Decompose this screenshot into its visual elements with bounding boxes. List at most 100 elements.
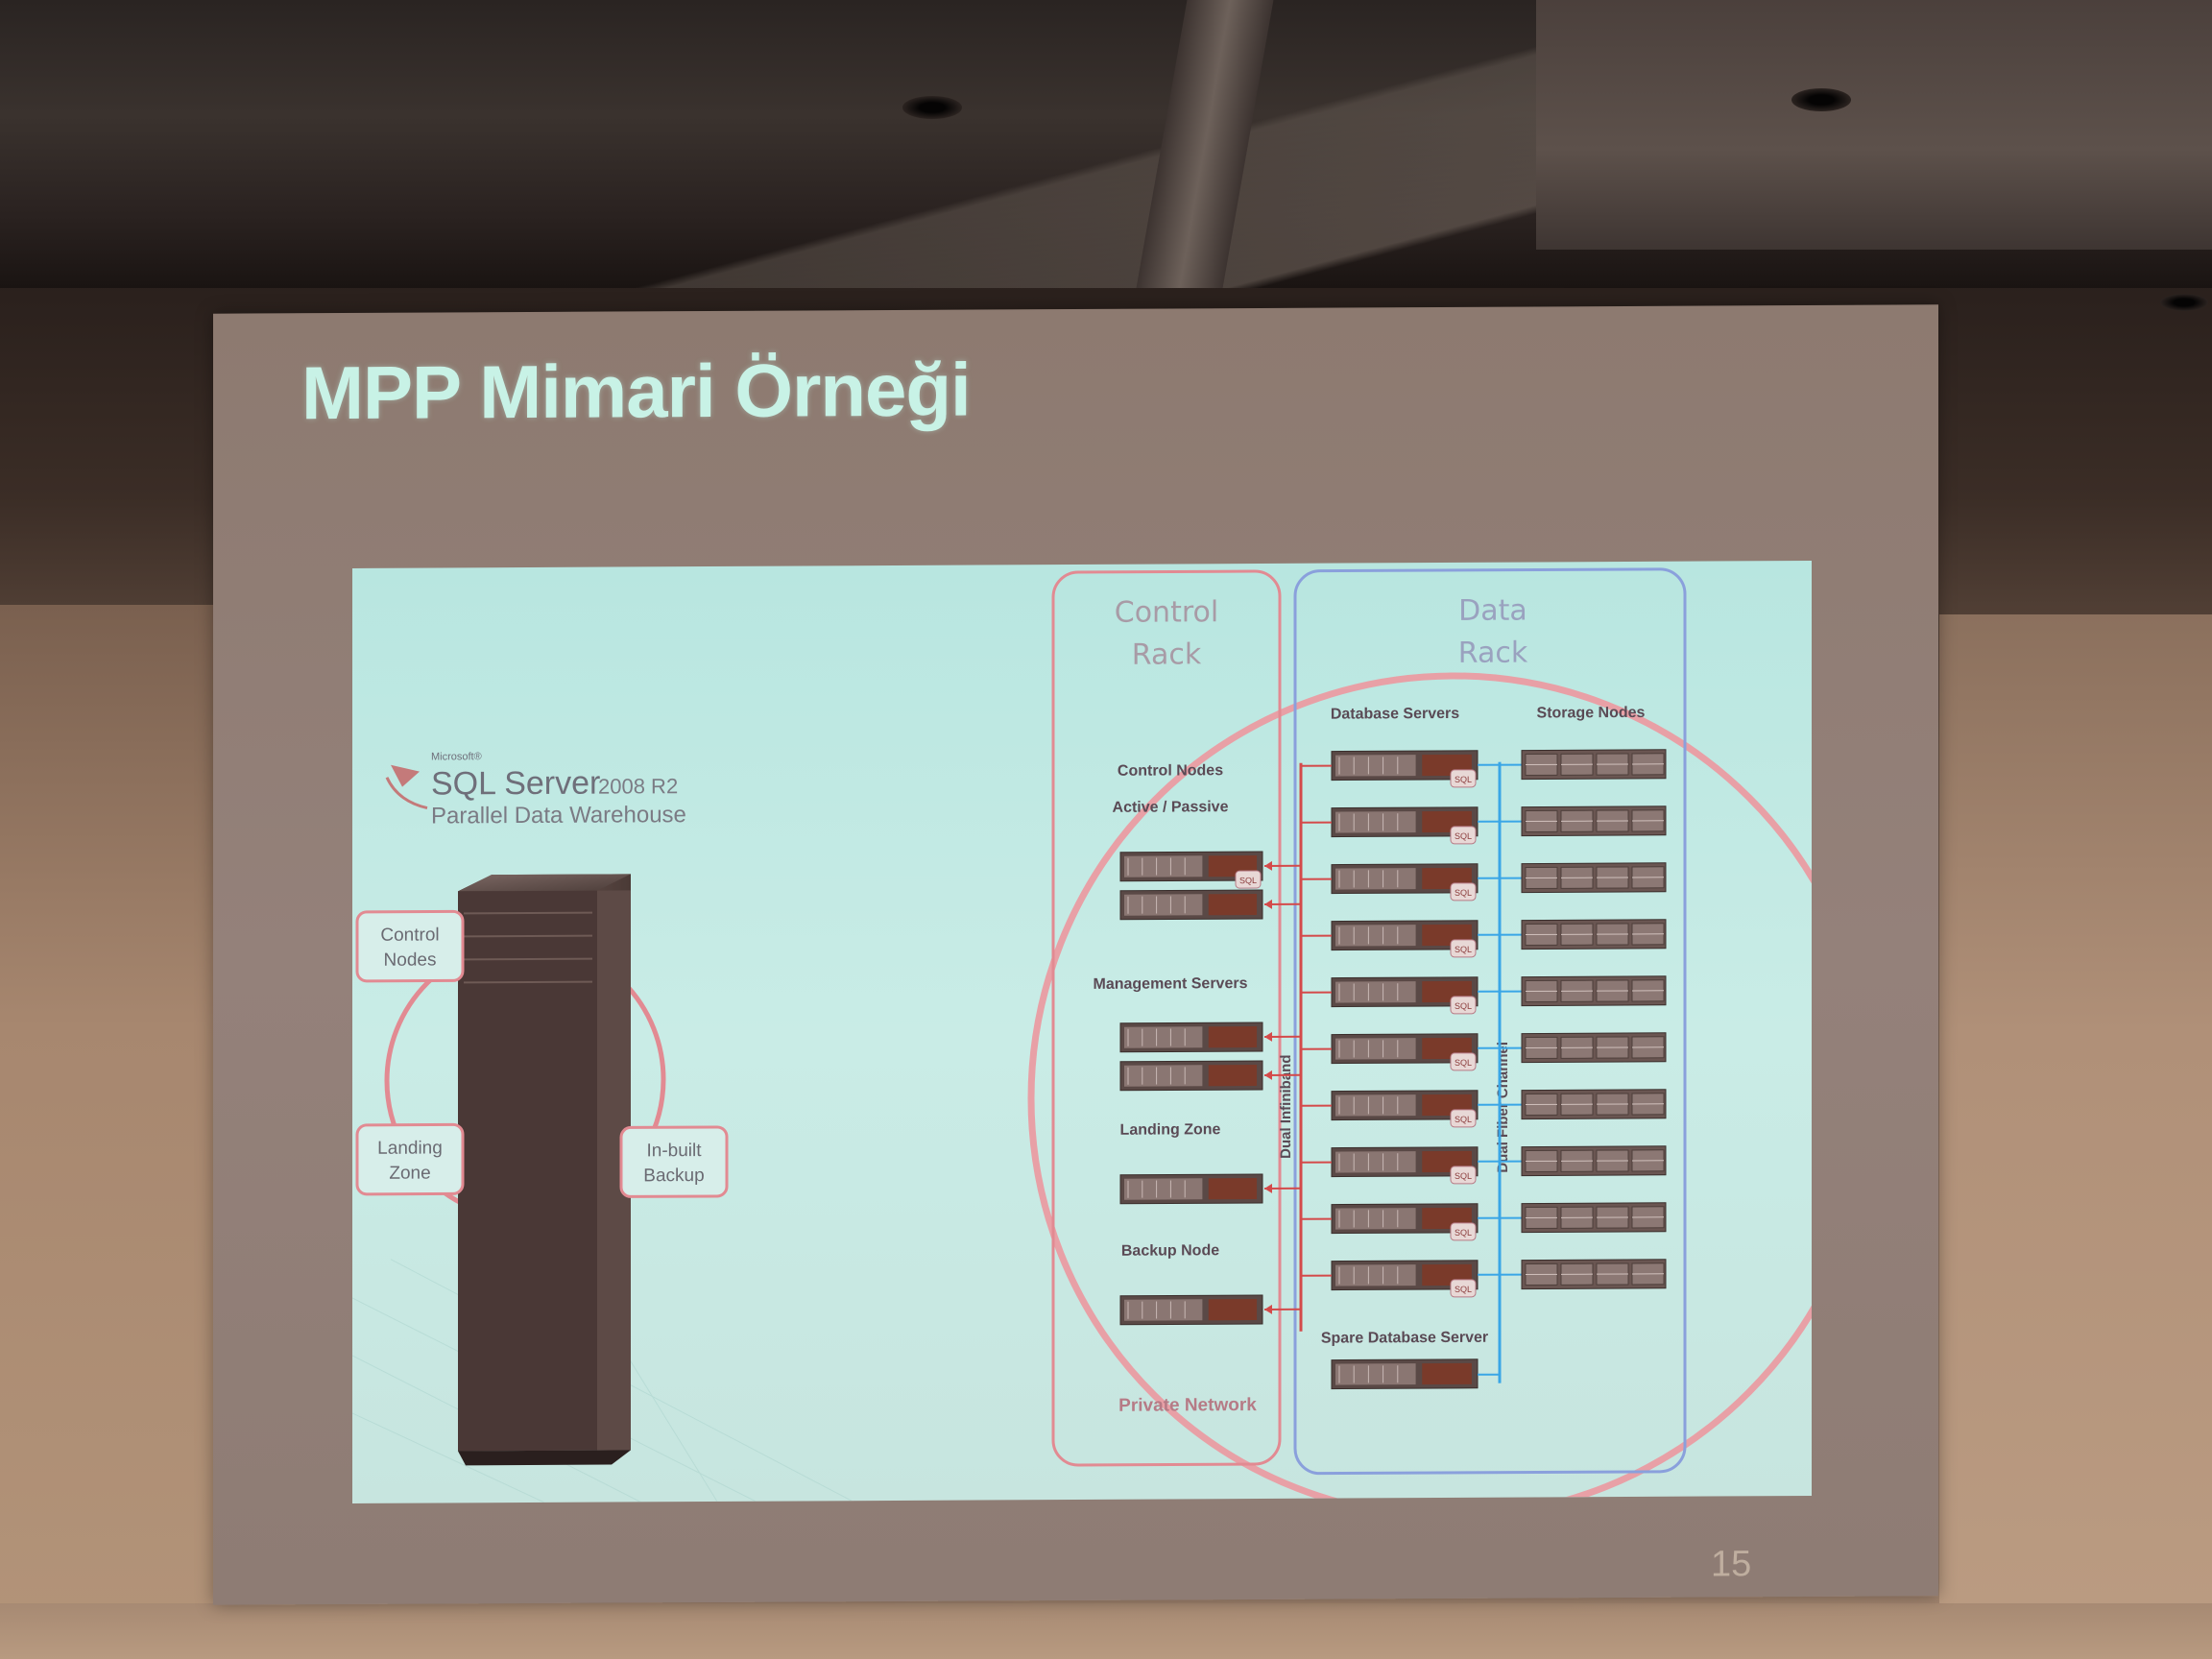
svg-text:Nodes: Nodes	[384, 950, 437, 970]
sql-badge-text: SQL	[1455, 1228, 1472, 1238]
storage-node	[1521, 805, 1667, 837]
sql-badge-text: SQL	[1455, 888, 1472, 898]
database-server: SQL	[1331, 1090, 1479, 1128]
sql-badge: SQL	[1450, 1109, 1477, 1128]
label-dual-infiniband: Dual Infiniband	[1278, 1054, 1294, 1158]
storage-nodes	[1521, 749, 1667, 1290]
svg-text:Landing: Landing	[377, 1138, 443, 1158]
storage-node	[1521, 1259, 1667, 1290]
sql-badge-text: SQL	[1455, 775, 1472, 784]
logo-vendor: Microsoft®	[431, 751, 482, 762]
label-dual-fiber-channel: Dual Fiber Channel	[1495, 1042, 1511, 1173]
control-rack-server	[1119, 1060, 1263, 1092]
link-arrow	[1264, 1031, 1272, 1042]
ceiling-light	[902, 96, 962, 119]
label-private-network: Private Network	[1118, 1395, 1257, 1416]
sql-badge-text: SQL	[1455, 1285, 1472, 1294]
storage-node	[1521, 1202, 1667, 1234]
spare-database-server	[1331, 1358, 1479, 1390]
label-control-nodes: Control Nodes	[1118, 762, 1223, 780]
link-arrow	[1264, 1183, 1272, 1193]
sql-badge: SQL	[1450, 1052, 1477, 1071]
sql-badge-text: SQL	[1455, 945, 1472, 954]
sql-badge: SQL	[1450, 996, 1477, 1015]
sql-badge-text: SQL	[1455, 1115, 1472, 1124]
database-server: SQL	[1331, 1203, 1479, 1241]
rack-cabinet	[458, 874, 631, 1466]
sql-badge: SQL	[1450, 1166, 1477, 1185]
sql-server-logo: Microsoft® SQL Server 2008 R2 Parallel D…	[385, 751, 686, 830]
link-arrow	[1264, 860, 1272, 871]
link-arrow	[1264, 1304, 1272, 1314]
storage-node	[1521, 1089, 1667, 1120]
control-rack-server	[1119, 1022, 1263, 1053]
sql-badge: SQL	[1450, 1279, 1477, 1298]
label-active-passive: Active / Passive	[1113, 799, 1229, 816]
sql-badge: SQL	[1450, 1222, 1477, 1241]
logo-edition: Parallel Data Warehouse	[431, 802, 686, 829]
svg-text:In-built: In-built	[646, 1141, 702, 1161]
control-rack-server	[1119, 889, 1263, 921]
appliance-label-control-nodes: Control Nodes	[355, 909, 465, 983]
link-arrow	[1264, 1070, 1272, 1080]
sql-logo-icon	[391, 764, 420, 787]
storage-node	[1521, 975, 1667, 1007]
architecture-diagram: Microsoft® SQL Server 2008 R2 Parallel D…	[352, 567, 1812, 1503]
label-database-servers: Database Servers	[1331, 706, 1459, 723]
data-rack-title-line2: Rack	[1458, 637, 1528, 670]
wall-right	[1939, 614, 2212, 1659]
control-rack-server	[1119, 1294, 1263, 1326]
sql-badge: SQL	[1235, 870, 1262, 889]
control-rack-frame	[1051, 569, 1282, 1467]
svg-text:Control: Control	[380, 925, 439, 945]
storage-node	[1521, 749, 1667, 781]
control-rack-title-line2: Rack	[1132, 637, 1202, 671]
storage-node	[1521, 862, 1667, 894]
database-server: SQL	[1331, 806, 1479, 845]
data-rack-frame	[1293, 567, 1687, 1476]
label-backup-node: Backup Node	[1121, 1242, 1219, 1260]
appliance-label-landing-zone: Landing Zone	[355, 1122, 465, 1196]
sql-badge-text: SQL	[1455, 1001, 1472, 1011]
control-rack-server: SQL	[1119, 851, 1263, 889]
database-server: SQL	[1331, 750, 1479, 788]
database-servers: SQL SQL SQL SQL SQL SQL SQL SQL SQL SQL	[1301, 750, 1522, 1390]
sql-badge-text: SQL	[1239, 876, 1257, 885]
projection-screen: MPP Mimari Örneği 15	[213, 304, 1938, 1605]
database-server: SQL	[1331, 1146, 1479, 1185]
storage-node	[1521, 1032, 1667, 1064]
floor	[0, 1603, 2212, 1659]
appliance-label-inbuilt-backup: In-built Backup	[619, 1125, 729, 1198]
database-server: SQL	[1331, 1033, 1479, 1071]
label-spare-database-server: Spare Database Server	[1321, 1330, 1488, 1347]
data-rack-title-line1: Data	[1458, 594, 1527, 628]
ceiling-light	[2160, 294, 2208, 311]
sql-badge-text: SQL	[1455, 1171, 1472, 1181]
svg-text:Zone: Zone	[389, 1164, 430, 1184]
control-rack-title-line1: Control	[1115, 595, 1218, 630]
wall-left	[0, 605, 223, 1659]
link-arrow	[1264, 899, 1272, 909]
logo-version: 2008 R2	[598, 774, 678, 798]
sql-badge: SQL	[1450, 826, 1477, 845]
database-server: SQL	[1331, 920, 1479, 958]
slide-title: MPP Mimari Örneği	[301, 347, 971, 436]
sql-badge: SQL	[1450, 882, 1477, 902]
control-servers: SQL	[1119, 851, 1301, 1326]
database-server: SQL	[1331, 1260, 1479, 1298]
logo-product: SQL Server	[431, 765, 600, 803]
sql-badge-text: SQL	[1455, 1058, 1472, 1068]
architecture-circle	[1027, 672, 1812, 1503]
sql-badge: SQL	[1450, 769, 1477, 788]
slide-number: 15	[1711, 1544, 1752, 1585]
label-storage-nodes: Storage Nodes	[1537, 705, 1646, 722]
label-management-servers: Management Servers	[1094, 975, 1248, 993]
ceiling-panel	[1536, 0, 2212, 250]
svg-text:Backup: Backup	[643, 1166, 704, 1186]
sql-badge-text: SQL	[1455, 831, 1472, 841]
database-server: SQL	[1331, 976, 1479, 1015]
sql-badge: SQL	[1450, 939, 1477, 958]
label-landing-zone: Landing Zone	[1120, 1121, 1221, 1139]
storage-node	[1521, 919, 1667, 950]
ceiling-light	[1791, 88, 1851, 111]
